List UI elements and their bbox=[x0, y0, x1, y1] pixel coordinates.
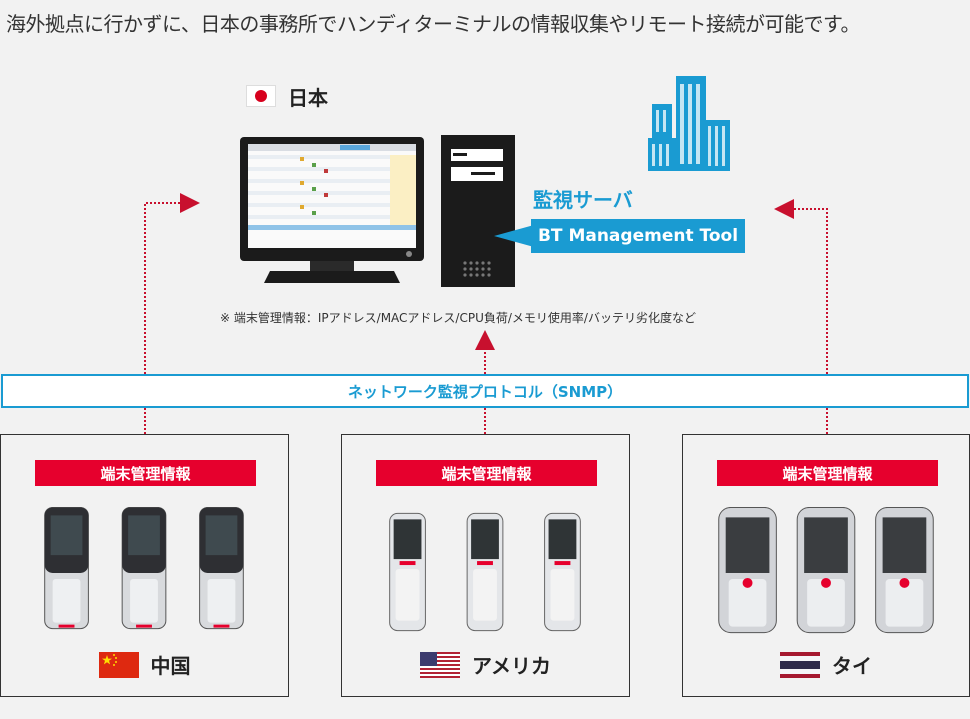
country-row-usa: アメリカ bbox=[342, 650, 629, 679]
handheld-terminal-icon bbox=[466, 512, 504, 632]
handheld-terminal-icon bbox=[718, 507, 777, 634]
bt-management-tool-label: BT Management Tool bbox=[531, 219, 745, 253]
server-tower-icon bbox=[441, 135, 515, 287]
country-name: 中国 bbox=[150, 654, 191, 678]
country-row-thailand: タイ bbox=[683, 650, 969, 679]
site-usa: 端末管理情報 アメリカ bbox=[341, 434, 630, 697]
handheld-terminals-thailand bbox=[718, 507, 934, 634]
handheld-terminal-icon bbox=[875, 507, 934, 634]
country-name: タイ bbox=[832, 654, 872, 678]
handheld-terminal-icon bbox=[44, 507, 89, 630]
snmp-protocol-bar: ネットワーク監視プロトコル（SNMP） bbox=[1, 374, 969, 408]
site-china: 端末管理情報 中国 bbox=[0, 434, 289, 697]
japan-country-name: 日本 bbox=[288, 85, 328, 110]
jp-flag-icon bbox=[246, 85, 276, 107]
country-row-china: 中国 bbox=[1, 650, 288, 679]
japan-label: 日本 bbox=[246, 84, 328, 110]
site-thailand: 端末管理情報 タイ bbox=[682, 434, 970, 697]
terminal-info-tag: 端末管理情報 bbox=[376, 460, 597, 486]
handheld-terminal-icon bbox=[121, 507, 167, 630]
handheld-terminal-icon bbox=[544, 512, 581, 632]
th-flag-icon bbox=[780, 651, 820, 678]
handheld-terminal-icon bbox=[796, 507, 856, 634]
handheld-terminal-icon bbox=[199, 507, 244, 630]
cn-flag-icon bbox=[98, 651, 139, 678]
us-flag-icon bbox=[420, 651, 460, 678]
terminal-info-tag: 端末管理情報 bbox=[717, 460, 938, 486]
arrow-china bbox=[144, 193, 200, 462]
page-heading: 海外拠点に行かずに、日本の事務所でハンディターミナルの情報収集やリモート接続が可… bbox=[6, 12, 861, 36]
server-label: 監視サーバ bbox=[533, 188, 633, 212]
terminal-info-tag: 端末管理情報 bbox=[35, 460, 256, 486]
handheld-terminal-icon bbox=[389, 512, 426, 632]
handheld-terminals-china bbox=[44, 507, 244, 630]
office-buildings-icon bbox=[648, 76, 730, 171]
monitor-icon bbox=[240, 137, 424, 283]
country-name: アメリカ bbox=[472, 654, 551, 678]
terminal-info-note: ※ 端末管理情報：IPアドレス/MACアドレス/CPU負荷/メモリ使用率/バッテ… bbox=[220, 311, 696, 325]
handheld-terminals-usa bbox=[389, 512, 581, 632]
snmp-protocol-label: ネットワーク監視プロトコル（SNMP） bbox=[347, 382, 623, 401]
arrow-thailand bbox=[774, 199, 828, 462]
callout-pointer bbox=[494, 225, 534, 247]
